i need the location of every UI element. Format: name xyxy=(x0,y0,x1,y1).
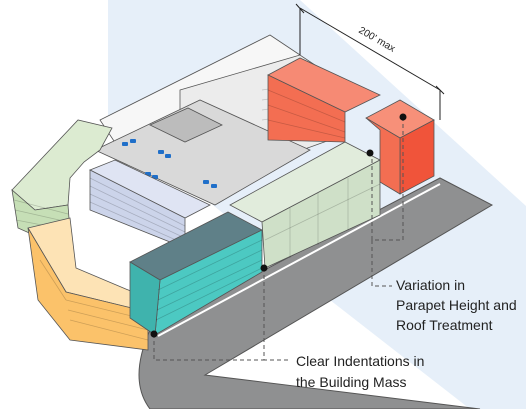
courtyard-opening xyxy=(149,107,223,143)
callout-marker-orange xyxy=(150,330,158,338)
callout-marker-sage xyxy=(366,149,374,157)
teal-block-siding xyxy=(155,239,263,321)
callout-indentation-line-1: Clear Indentations in xyxy=(296,353,424,369)
parked-cars xyxy=(122,139,217,188)
dimension-line xyxy=(295,3,445,120)
callout-marker-teal xyxy=(260,264,268,272)
dimension-label: 200' max xyxy=(357,25,397,55)
sidewalk-edge xyxy=(157,183,441,337)
callout-parapet-line-1: Variation in xyxy=(396,277,465,293)
sage-block-bays xyxy=(264,178,381,258)
callout-parapet-line-3: Roof Treatment xyxy=(396,317,493,333)
podium-deck xyxy=(94,99,311,206)
callout-indentation-line-2: the Building Mass xyxy=(296,374,407,390)
red-block-siding xyxy=(267,89,346,139)
callout-leaders xyxy=(153,117,404,361)
callout-marker-tower xyxy=(399,113,407,121)
callout-parapet-line-2: Parapet Height and xyxy=(396,297,517,313)
red-block xyxy=(267,74,346,143)
orange-block xyxy=(27,227,149,351)
sage-block xyxy=(261,159,381,269)
lavender-block-siding xyxy=(89,177,186,245)
red-tower-side xyxy=(365,117,401,195)
